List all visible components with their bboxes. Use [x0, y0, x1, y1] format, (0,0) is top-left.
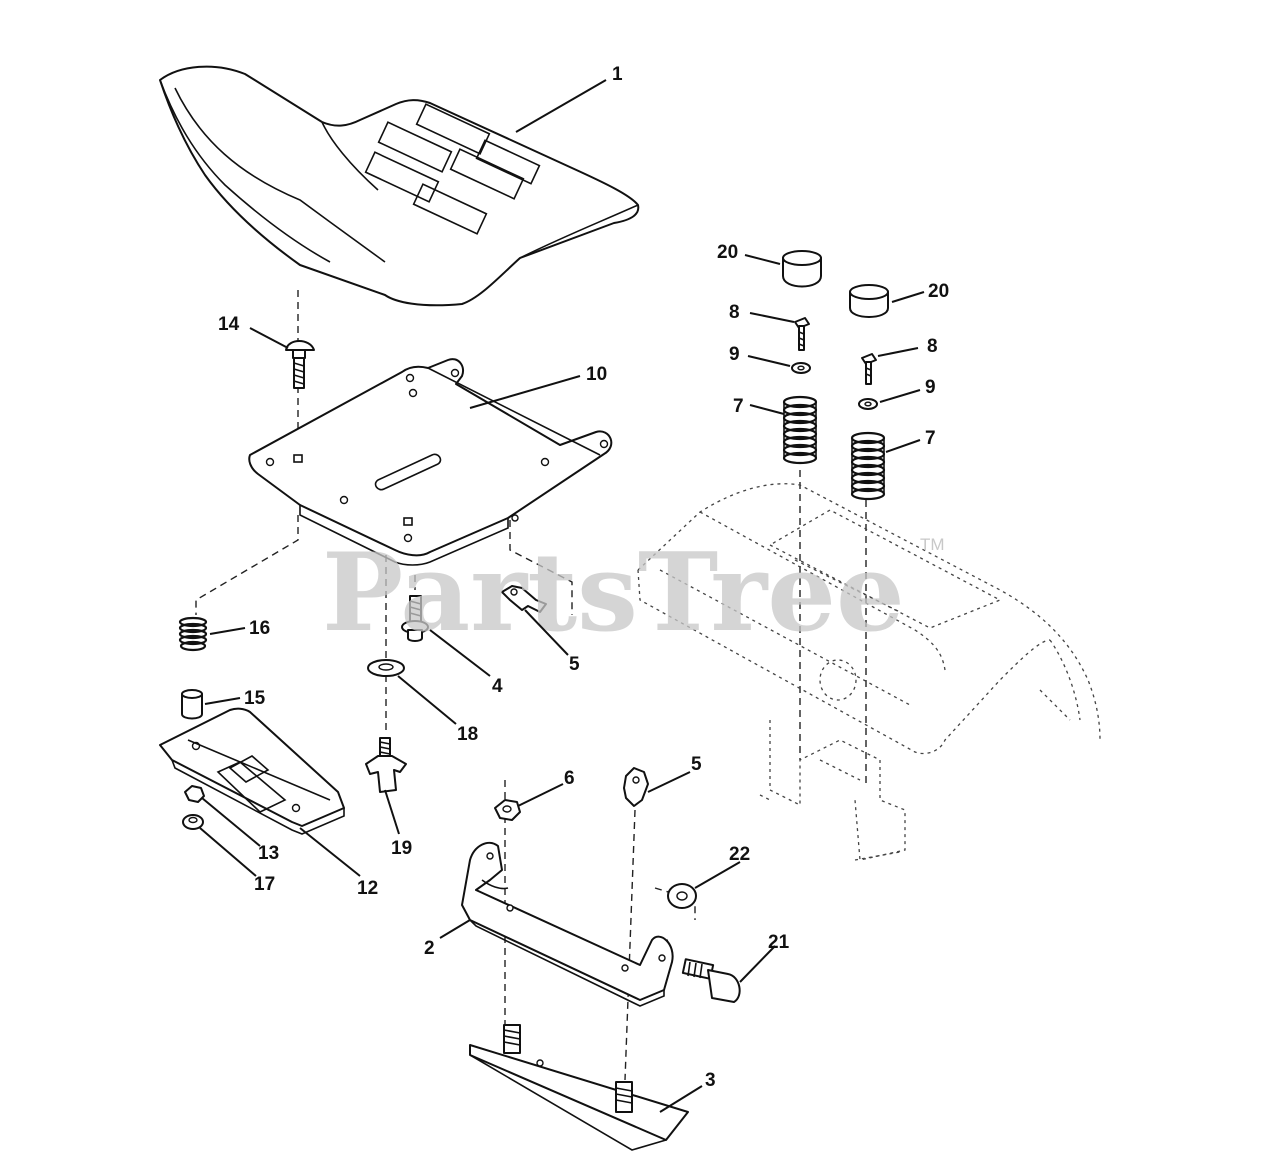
callout-10: 10 — [586, 364, 607, 385]
callout-2: 2 — [424, 938, 435, 959]
pivot-bracket-part — [461, 841, 674, 1007]
small-spring-part — [178, 616, 208, 652]
callout-9-left: 9 — [729, 344, 740, 365]
watermark-text: PartsTree — [322, 530, 905, 656]
washer-9-right-part — [858, 398, 878, 410]
callout-8-left: 8 — [729, 302, 740, 323]
callout-6: 6 — [564, 768, 575, 789]
washer-9-left-part — [791, 362, 811, 374]
callout-1: 1 — [612, 64, 623, 85]
callout-7-left: 7 — [733, 396, 744, 417]
washer-18-part — [367, 659, 405, 677]
nut-13-part — [184, 785, 205, 803]
spacer-washer-part — [667, 883, 697, 909]
seat-part — [159, 65, 640, 307]
callout-20-right: 20 — [928, 281, 949, 302]
callout-19: 19 — [391, 838, 412, 859]
spacer-part — [181, 689, 203, 720]
callout-4: 4 — [492, 676, 503, 697]
callout-18: 18 — [457, 724, 478, 745]
callout-8-right: 8 — [927, 336, 938, 357]
screw-left-part — [794, 317, 810, 351]
callout-21: 21 — [768, 932, 790, 953]
partstree-watermark: PartsTree TM — [322, 530, 945, 656]
clip-lower-part — [623, 767, 649, 807]
callout-12: 12 — [357, 878, 378, 899]
callout-7-right: 7 — [925, 428, 936, 449]
callout-9-right: 9 — [925, 377, 936, 398]
fender-reference-outline — [637, 483, 1101, 861]
seat-bracket-part — [159, 707, 345, 835]
shoulder-bolt-21-part — [681, 958, 741, 1003]
callout-20-left: 20 — [717, 242, 738, 263]
callout-14: 14 — [218, 314, 240, 335]
watermark-trademark: TM — [920, 535, 945, 554]
knob-part — [365, 737, 407, 793]
bumper-left-part — [782, 250, 822, 288]
callout-13: 13 — [258, 843, 279, 864]
locknut-17-part — [182, 814, 204, 830]
callout-15: 15 — [244, 688, 266, 709]
bumper-right-part — [849, 284, 889, 318]
callout-16: 16 — [249, 618, 270, 639]
screw-right-part — [861, 353, 877, 385]
callout-17: 17 — [254, 874, 275, 895]
callout-3: 3 — [705, 1070, 716, 1091]
spring-right-part — [850, 431, 886, 501]
shoulder-bolt-part — [401, 595, 429, 642]
spring-left-part — [782, 395, 818, 465]
callout-5-upper: 5 — [569, 654, 580, 675]
callout-5-lower: 5 — [691, 754, 702, 775]
hex-nut-part — [494, 799, 521, 821]
carriage-bolt-part — [285, 340, 315, 389]
seat-pan-part — [248, 358, 613, 566]
clip-upper-part — [501, 585, 547, 613]
callout-numbers: 1 10 14 16 15 4 5 18 19 13 17 12 6 5 22 … — [218, 64, 949, 1091]
mounting-plate-part — [469, 1024, 689, 1151]
leader-lines — [199, 79, 925, 1113]
callout-22: 22 — [729, 844, 750, 865]
